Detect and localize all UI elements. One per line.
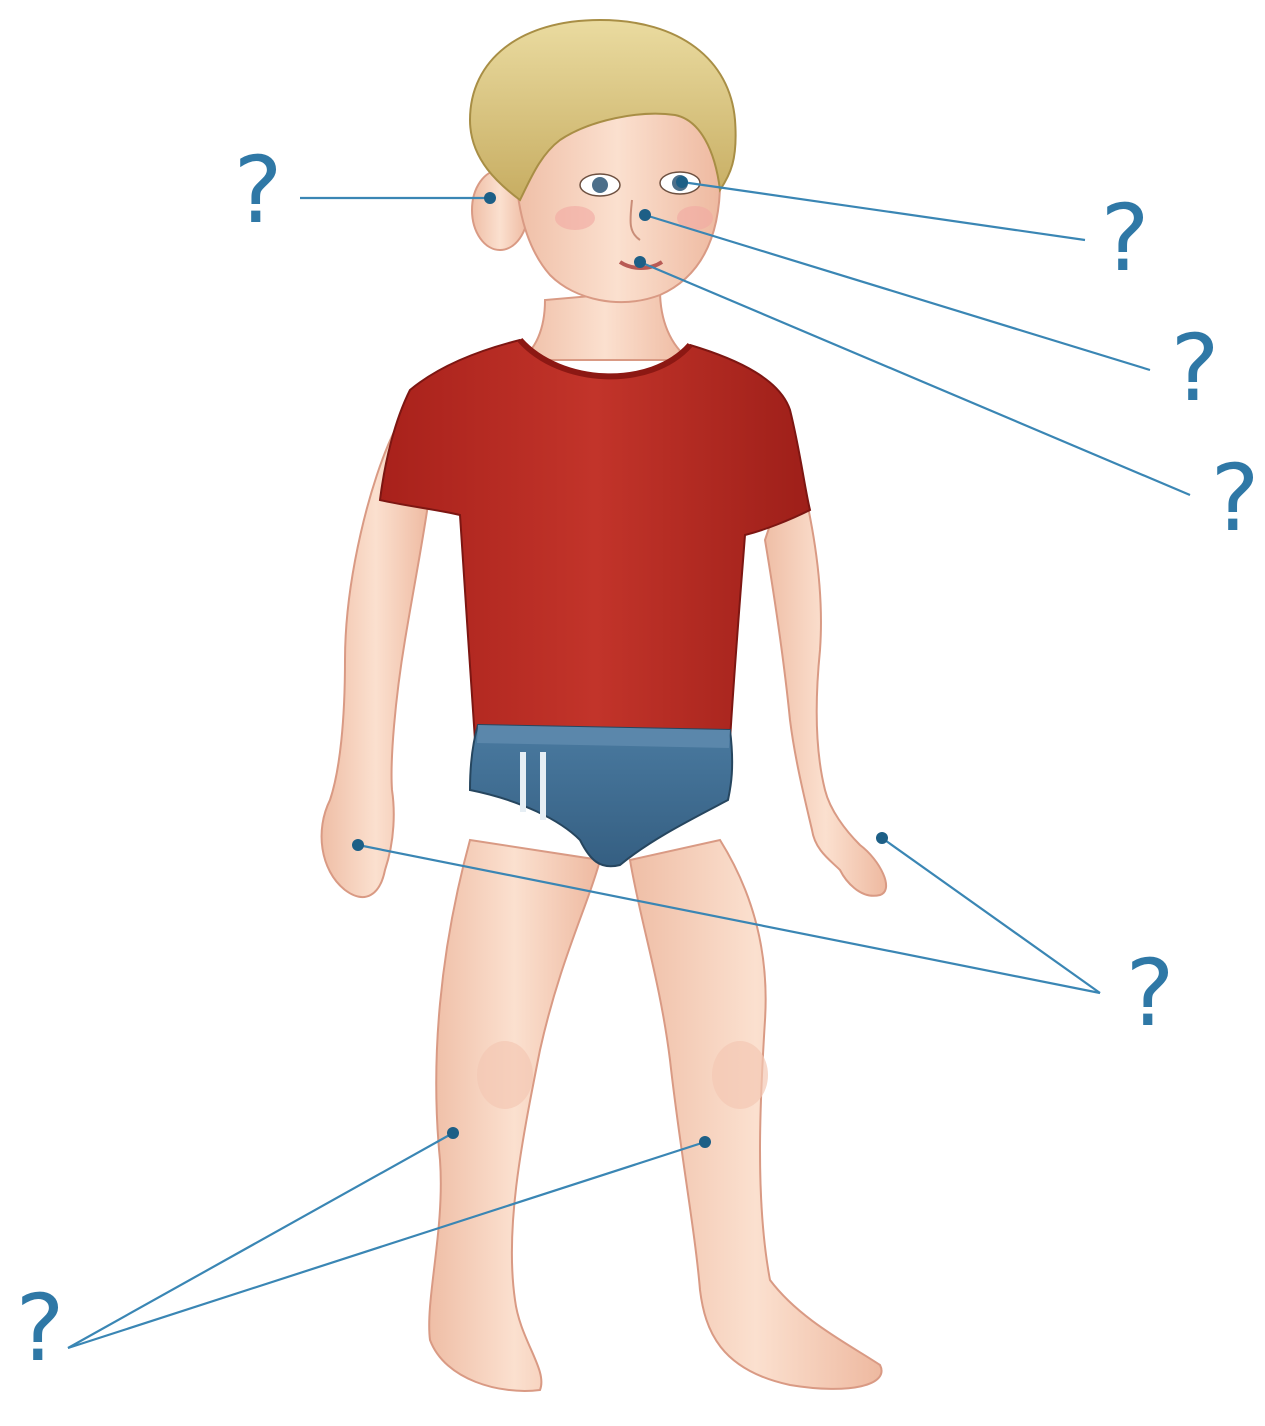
dot-right-hand — [876, 832, 888, 844]
label-hands: ? — [1126, 940, 1175, 1047]
red-t-shirt — [380, 340, 810, 740]
head — [470, 20, 736, 302]
boy-illustration — [322, 20, 887, 1391]
leader-left-leg — [68, 1133, 453, 1348]
leader-right-hand — [882, 838, 1100, 993]
dot-left-leg — [447, 1127, 459, 1139]
dot-mouth — [634, 256, 646, 268]
dot-nose — [639, 209, 651, 221]
label-nose: ? — [1171, 315, 1220, 422]
legs — [429, 840, 881, 1391]
label-ear: ? — [234, 137, 283, 244]
dot-ear — [484, 192, 496, 204]
dot-eye — [676, 176, 688, 188]
dot-left-hand — [352, 839, 364, 851]
label-mouth: ? — [1211, 445, 1260, 552]
leader-right-leg — [68, 1142, 705, 1348]
label-legs: ? — [16, 1275, 65, 1382]
dot-right-leg — [699, 1136, 711, 1148]
leader-eye — [682, 182, 1085, 240]
label-eye: ? — [1101, 185, 1150, 292]
